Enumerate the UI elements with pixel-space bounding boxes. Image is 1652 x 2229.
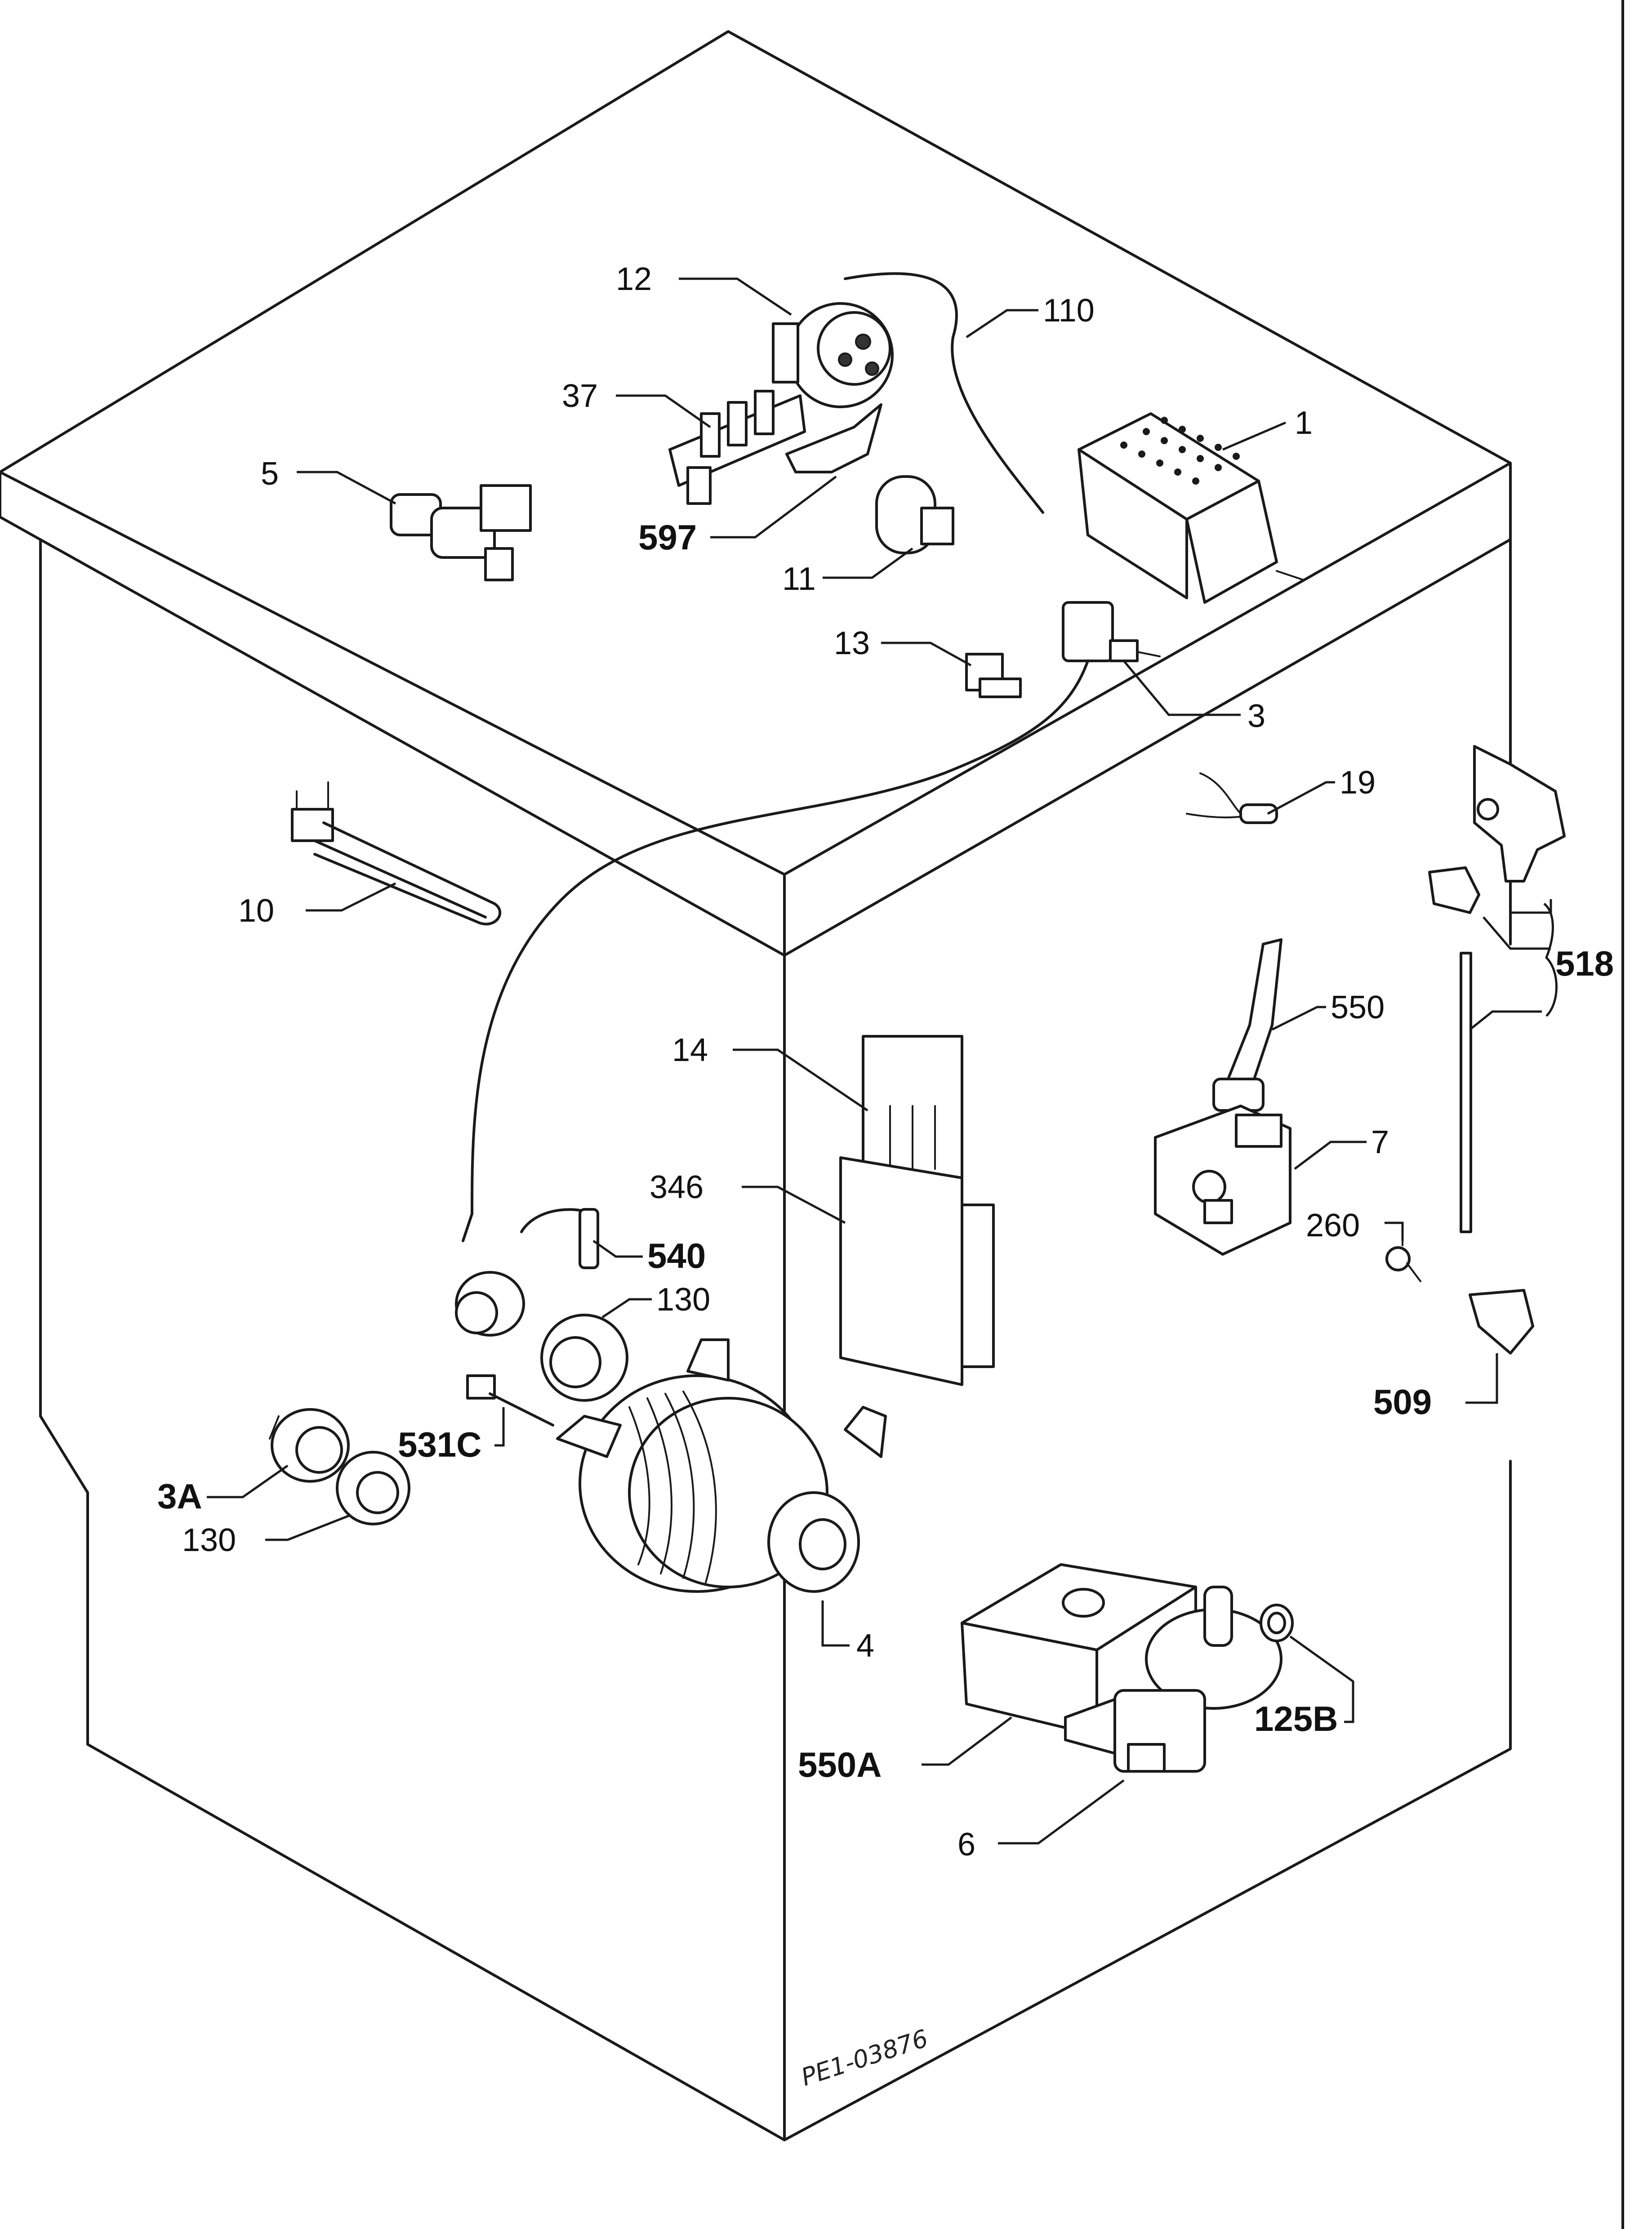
callout-4: 4: [856, 1628, 874, 1664]
part-130-seal-lower: [336, 1451, 410, 1525]
callout-550: 550: [1331, 990, 1385, 1025]
part-110-hose: [844, 272, 1044, 514]
cable-grommet: [455, 1271, 525, 1337]
callout-110: 110: [1043, 293, 1095, 329]
part-12-pressure-switch: [772, 302, 894, 408]
part-19-sensor: [1186, 772, 1278, 824]
part-13-switch: [965, 653, 1022, 698]
callout-130-upper: 130: [656, 1282, 710, 1318]
part-11-capacitor: [875, 475, 954, 554]
part-7-door-interlock: [1154, 1105, 1291, 1256]
callout-7: 7: [1371, 1124, 1389, 1160]
callout-1: 1: [1295, 405, 1313, 441]
drawing-reference-number: PE1-03876: [798, 2024, 931, 2091]
callout-346: 346: [650, 1169, 704, 1205]
part-518-door-catch-set: [1428, 745, 1566, 1355]
part-37-terminal-block: [668, 390, 806, 505]
callout-550a: 550A: [798, 1745, 882, 1784]
part-550-lever: [1212, 938, 1282, 1112]
callout-6: 6: [957, 1827, 975, 1863]
part-130-seal-upper: [540, 1314, 628, 1402]
part-3a-thermostat: [269, 1408, 350, 1483]
callout-260: 260: [1306, 1208, 1360, 1244]
callout-540: 540: [647, 1236, 706, 1275]
callout-509: 509: [1373, 1382, 1432, 1422]
callout-3: 3: [1247, 698, 1265, 734]
cabinet-right-edge-bottom: [783, 1460, 1512, 2141]
part-4-motor: [556, 1338, 887, 1593]
part-6-drain-pump: [1064, 1586, 1282, 1773]
callout-125b: 125B: [1254, 1699, 1338, 1739]
callout-531c: 531C: [398, 1425, 481, 1464]
part-1-programme-timer: [1078, 412, 1305, 604]
callout-11: 11: [782, 561, 816, 597]
cabinet-front-face: [39, 538, 786, 2141]
part-597-bracket: [785, 403, 882, 473]
callout-19: 19: [1340, 765, 1376, 801]
part-5-inlet-valve: [390, 484, 532, 581]
callout-130-lower: 130: [182, 1522, 236, 1558]
part-540-clip: [520, 1208, 599, 1269]
part-346-drawer: [839, 1156, 995, 1386]
part-531c-screw: [466, 1374, 554, 1427]
part-10-heating-element: [291, 781, 502, 926]
callout-5: 5: [261, 456, 279, 492]
part-3-switch-with-cable: [462, 601, 1161, 1242]
callout-12: 12: [616, 261, 652, 297]
part-125b-seal-ring: [1260, 1604, 1294, 1642]
callout-13: 13: [834, 625, 870, 661]
callout-3a: 3A: [157, 1476, 202, 1516]
callout-518: 518: [1555, 944, 1614, 983]
callout-37: 37: [562, 378, 598, 414]
cable-3: [462, 660, 1089, 1242]
callout-597: 597: [638, 517, 697, 557]
callout-10: 10: [238, 893, 274, 929]
callout-14: 14: [672, 1032, 708, 1068]
